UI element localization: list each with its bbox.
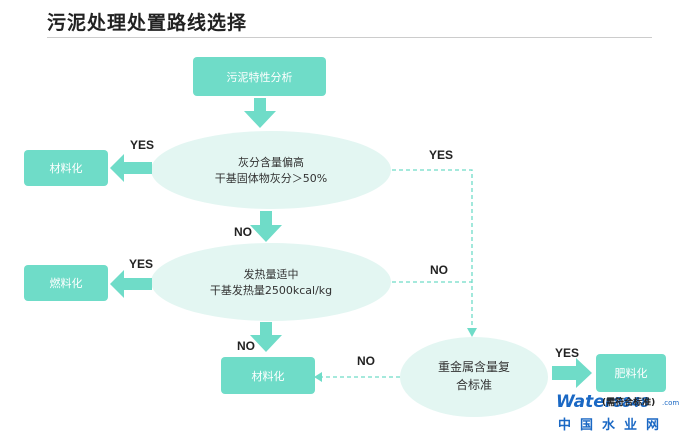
watermark-com: .com [662,399,680,407]
start-node-label: 污泥特性分析 [227,70,293,84]
dashed-connectors [322,169,473,378]
watermark-chinese: 中国水业网 [558,418,669,433]
label-no-1: NO [234,225,252,239]
dashed-line-yes-branch [392,169,473,328]
start-node: 污泥特性分析 [193,57,326,96]
watermark-subtext: (需符合标准) [602,398,656,408]
decision2-line1: 发热量适中 [244,267,299,281]
output-material-1: 材料化 [24,150,108,186]
decision3-line1: 重金属含量复 [438,359,510,374]
page-title: 污泥处理处置路线选择 [47,12,248,34]
out4-label: 肥料化 [615,366,648,380]
decision1-line1: 灰分含量偏高 [238,155,304,169]
arrow-down-1 [244,98,276,128]
decision1-line2: 干基固体物灰分＞50% [215,171,327,185]
decision-ash-content: 灰分含量偏高 干基固体物灰分＞50% [151,131,391,209]
arrow-down-3 [250,322,282,352]
output-material-2: 材料化 [221,357,315,394]
dashed-arrowhead-down [467,328,477,337]
label-no-dashed: NO [430,263,448,277]
title-divider [47,37,652,38]
decision3-line2: 合标准 [456,377,492,392]
label-yes-1: YES [130,138,154,152]
arrow-left-1 [110,154,152,182]
out3-label: 材料化 [252,369,285,383]
out1-label: 材料化 [50,161,83,175]
label-yes-dashed: YES [429,148,453,162]
arrow-left-2 [110,270,152,298]
out2-label: 燃料化 [50,276,83,290]
output-fuel: 燃料化 [24,265,108,301]
output-fertilizer: 肥料化 [596,354,666,392]
label-yes-3: YES [555,346,579,360]
decision2-line2: 干基发热量2500kcal/kg [210,283,332,297]
decision-heat-value: 发热量适中 干基发热量2500kcal/kg [151,243,391,321]
decision-heavy-metals: 重金属含量复 合标准 [400,337,548,417]
dashed-arrowhead-left [314,372,322,382]
watermark-logo: Water8848 (需符合标准) .com 中国水业网 [556,392,681,438]
arrow-right-4 [552,358,592,388]
label-no-2: NO [237,339,255,353]
label-yes-2: YES [129,257,153,271]
label-no-3: NO [357,354,375,368]
arrow-down-2 [250,211,282,242]
watermark-word: Water8848 [556,392,650,412]
